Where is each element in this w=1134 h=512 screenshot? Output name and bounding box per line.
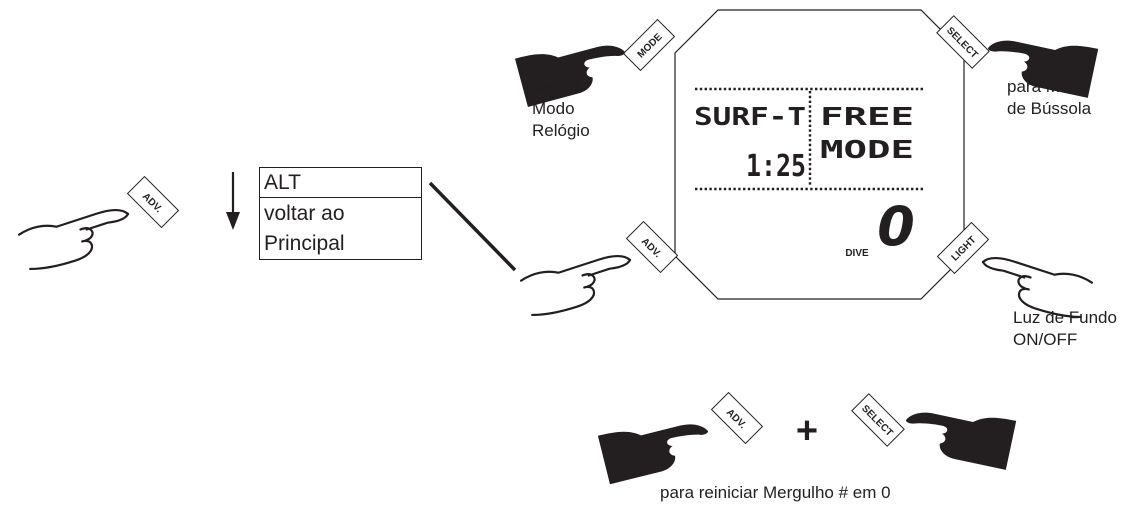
display-time: 1:25 bbox=[746, 149, 806, 184]
menu-box: ALT voltar ao Principal bbox=[259, 167, 422, 260]
light-button[interactable]: LIGHT bbox=[936, 221, 990, 275]
display-dive-label: DIVE bbox=[845, 248, 869, 259]
watch-outline bbox=[674, 9, 965, 300]
display-top-left: SURF-T bbox=[694, 102, 806, 131]
pointing-hand-icon bbox=[900, 398, 1017, 470]
adv-button-bottom[interactable]: ADV. bbox=[710, 391, 764, 445]
pointing-hand-icon bbox=[519, 243, 640, 322]
adv-button-left[interactable]: ADV. bbox=[126, 175, 180, 229]
display-dive-number: 0 bbox=[877, 195, 915, 258]
plus-sign: + bbox=[796, 410, 818, 452]
reset-caption: para reiniciar Mergulho # em 0 bbox=[660, 483, 891, 502]
adv-button-watch[interactable]: ADV. bbox=[625, 220, 679, 274]
select-caption: para Modo de Bússola bbox=[1007, 77, 1092, 118]
light-caption: Luz de Fundo ON/OFF bbox=[1013, 308, 1117, 349]
display-top-right: FREE bbox=[820, 102, 914, 131]
down-arrow-icon bbox=[226, 172, 240, 230]
pointing-hand-icon bbox=[597, 409, 715, 485]
select-button-top[interactable]: SELECT bbox=[936, 15, 990, 69]
menu-item: voltar ao bbox=[264, 202, 345, 225]
mode-button[interactable]: MODE bbox=[622, 18, 676, 72]
mode-caption: para o Modo Relógio bbox=[532, 77, 590, 140]
menu-item: Principal bbox=[264, 232, 345, 255]
menu-item: ALT bbox=[260, 168, 421, 198]
pointing-hand-icon bbox=[17, 197, 138, 276]
connector-line bbox=[428, 181, 517, 272]
display-mode: MODE bbox=[820, 135, 914, 164]
select-button-bottom[interactable]: SELECT bbox=[851, 393, 905, 447]
